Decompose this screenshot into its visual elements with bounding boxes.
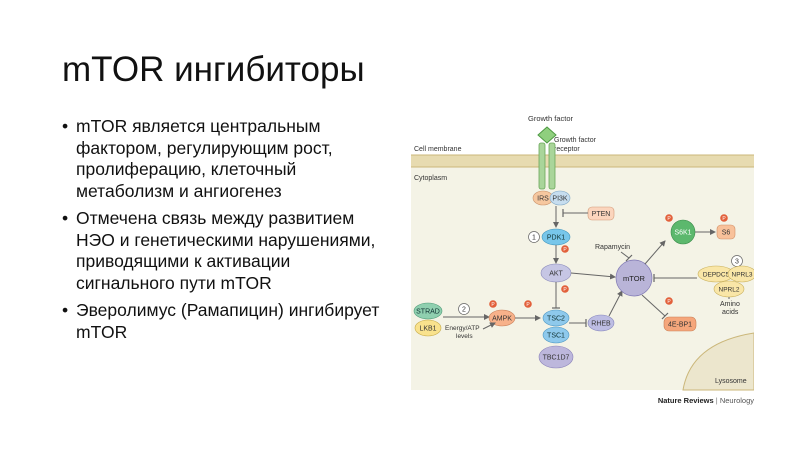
tsc2-node: [542, 309, 570, 327]
cell-membrane: [411, 155, 754, 167]
phospho-label: P: [667, 299, 671, 305]
strad-label: STRAD: [416, 309, 440, 316]
pathway-diagram: Growth factor Growth factor receptor Cel…: [411, 111, 757, 411]
marker-2: [458, 303, 470, 315]
phospho-label: P: [491, 302, 495, 308]
phospho-s6k1: [665, 214, 673, 222]
s6k1-label: S6K1: [674, 230, 691, 237]
amino-acids-label: Amino: [720, 301, 740, 308]
bullet-list: • mTOR является центральным фактором, рег…: [62, 116, 380, 349]
mtor-label: mTOR: [623, 274, 646, 283]
figure-credit: Nature Reviews | Neurology: [658, 396, 754, 405]
phospho-ampk: [489, 300, 497, 308]
lysosome-label: Lysosome: [715, 378, 747, 385]
phospho-label: P: [563, 247, 567, 253]
nprl2-label: NPRL2: [719, 287, 740, 294]
cytoplasm-label: Cytoplasm: [414, 175, 447, 182]
tsc2-label: TSC2: [547, 316, 565, 323]
pdk1-label: PDK1: [547, 235, 565, 242]
bullet-item: • Эверолимус (Рамапицин) ингибирует mTOR: [62, 300, 380, 343]
phospho-s6: [720, 214, 728, 222]
rheb-node: [587, 314, 615, 332]
phospho-label: P: [722, 216, 726, 222]
receptor-label-2: receptor: [554, 146, 580, 153]
phospho-label: P: [667, 216, 671, 222]
bullet-text: Эверолимус (Рамапицин) ингибирует mTOR: [76, 300, 380, 342]
credit-separator: |: [714, 396, 720, 405]
tbc1d7-label: TBC1D7: [543, 355, 570, 362]
amino-acids-label-2: acids: [722, 309, 739, 316]
growth-factor-label: Growth factor: [528, 114, 574, 123]
lkb1-node: [414, 319, 442, 337]
4ebp1-node: [663, 316, 697, 332]
s6-node: [716, 224, 736, 240]
receptor-right: [548, 142, 556, 190]
tsc1-label: TSC1: [547, 333, 565, 340]
slide-title: mTOR ингибиторы: [62, 50, 365, 89]
tsc1-node: [542, 326, 570, 344]
phospho-4ebp1: [665, 297, 673, 305]
phospho-tsc2: [524, 300, 532, 308]
marker-1: [528, 231, 540, 243]
pten-label: PTEN: [592, 211, 611, 218]
phospho-pdk1: [561, 245, 569, 253]
bullet-item: • Отмечена связь между развитием НЭО и ге…: [62, 208, 380, 294]
energy-levels-label: Energy/ATP: [445, 325, 480, 332]
growth-factor-diamond: [537, 126, 557, 144]
phospho-label: P: [526, 302, 530, 308]
bullet-item: • mTOR является центральным фактором, рег…: [62, 116, 380, 202]
rapamycin-inhibition: [620, 251, 630, 259]
mtor-4ebp1-inhibition: [641, 294, 666, 317]
credit-source: Nature Reviews: [658, 396, 714, 405]
s6-label: S6: [722, 230, 731, 237]
credit-journal: Neurology: [720, 396, 754, 405]
phospho-akt: [561, 285, 569, 293]
nprl3-label: NPRL3: [732, 272, 753, 279]
rheb-label: RHEB: [591, 321, 611, 328]
marker-1-label: 1: [532, 235, 536, 242]
4ebp1-label: 4E-BP1: [668, 322, 692, 329]
receptor-label: Growth factor: [554, 137, 597, 144]
depdc5-label: DEPDC5: [703, 272, 730, 279]
rapamycin-label: Rapamycin: [595, 244, 630, 251]
tbc1d7-node: [538, 345, 574, 369]
marker-3-label: 3: [735, 259, 739, 266]
pi3k-label: PI3K: [552, 196, 568, 203]
lysosome-shape: [682, 332, 755, 391]
bullet-marker: •: [62, 116, 69, 136]
receptor-left: [538, 142, 546, 190]
cell-membrane-label: Cell membrane: [414, 146, 462, 153]
strad-node: [413, 302, 443, 320]
irs-label: IRS: [537, 196, 549, 203]
lkb1-label: LKB1: [419, 326, 436, 333]
ampk-label: AMPK: [492, 316, 512, 323]
mtor-node: [615, 259, 653, 297]
bullet-text: Отмечена связь между развитием НЭО и ген…: [76, 208, 376, 293]
bullet-text: mTOR является центральным фактором, регу…: [76, 116, 333, 201]
akt-label: AKT: [549, 271, 563, 278]
mtor-pathway-figure: Growth factor Growth factor receptor Cel…: [411, 111, 757, 411]
phospho-label: P: [563, 287, 567, 293]
marker-2-label: 2: [462, 307, 466, 314]
extracellular-space: [411, 111, 754, 155]
bullet-marker: •: [62, 300, 69, 320]
bullet-marker: •: [62, 208, 69, 228]
energy-levels-label-2: levels: [456, 333, 473, 340]
pi3k-node: [549, 190, 571, 206]
